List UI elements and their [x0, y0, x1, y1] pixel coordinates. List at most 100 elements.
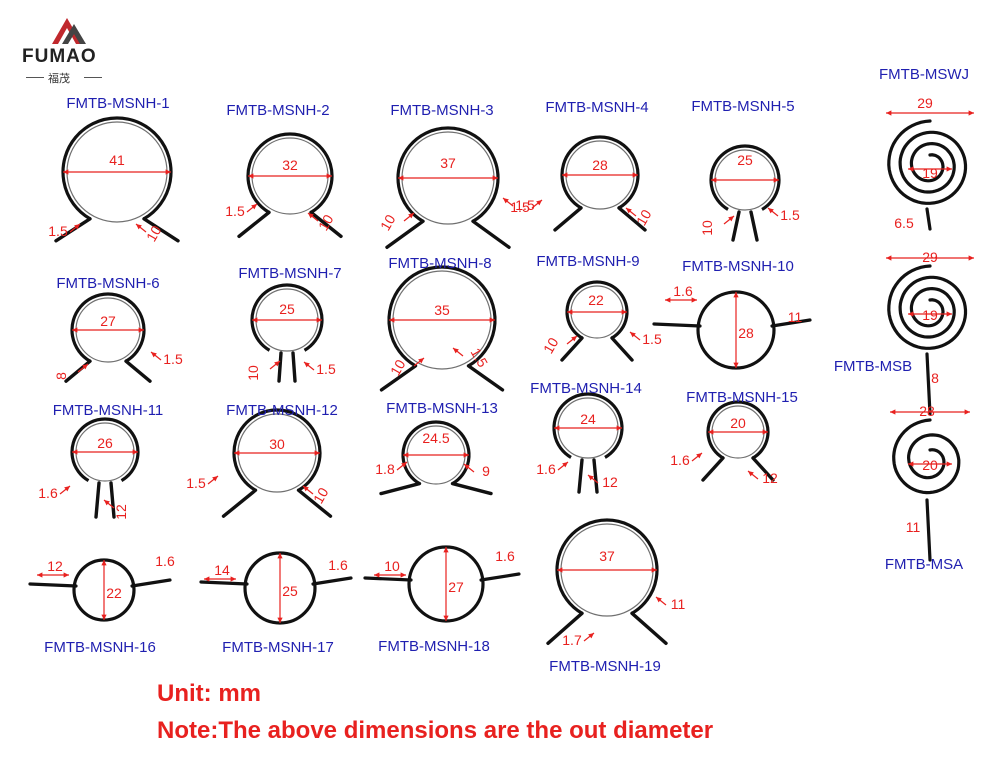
- spring-19-coil: [555, 518, 659, 615]
- spring-13-dim-1: 1.8: [375, 461, 395, 477]
- spring-9-diameter-value: 22: [588, 292, 604, 308]
- spring-12-dim-2-arrow-arrowhead: [303, 486, 309, 492]
- spring-19-dim-2: 11: [671, 596, 686, 612]
- spring-19-leg-left: [546, 611, 584, 646]
- spring-5-diameter-value: 25: [737, 152, 753, 168]
- spring-4-dim-2: 10: [633, 207, 655, 229]
- spring-15-diameter-line-arrowhead: [708, 429, 714, 435]
- spring-17-label: FMTB-MSNH-17: [222, 639, 334, 656]
- spring-fmtb-mswj-outer-diameter-value: 29: [917, 95, 933, 111]
- spring-19-diameter-line-arrowhead: [557, 567, 563, 573]
- spring-1-label: FMTB-MSNH-1: [66, 95, 169, 112]
- spring-4-dim-1-arrow-arrowhead: [536, 200, 542, 206]
- spring-fmtb-msb-tail: [925, 352, 932, 416]
- spring-fmtb-msa-outer-diameter-line-arrowhead: [890, 409, 896, 415]
- spring-8-diameter-value: 35: [434, 302, 450, 318]
- spring-5-dim-1: 10: [699, 220, 715, 236]
- spring-14-dim-2: 12: [602, 474, 618, 490]
- spring-4-leg-right: [617, 206, 647, 232]
- spring-12-leg-right: [296, 488, 333, 518]
- spring-3-leg-right: [471, 219, 511, 250]
- spring-11-diameter-value: 26: [97, 435, 113, 451]
- spring-10-dim-1-line-arrowhead: [665, 297, 671, 303]
- spring-5-dim-2: 1.5: [780, 207, 800, 223]
- spring-8-leg-left: [379, 364, 418, 392]
- spring-9-leg-left: [560, 336, 584, 362]
- spring-10-leg-right: [770, 318, 812, 328]
- spring-18-diameter-line-arrowhead: [443, 547, 449, 553]
- unit-note: Unit: mm: [157, 680, 261, 707]
- spring-17-dim-1-line-arrowhead: [204, 576, 210, 582]
- spring-7-diameter-line-arrowhead: [316, 317, 322, 323]
- logo-divider-right: [84, 77, 102, 78]
- spring-16-dim-1: 12: [47, 558, 63, 574]
- spring-5-diameter-line-arrowhead: [773, 177, 779, 183]
- spring-fmtb-msb-inner-diameter-line-arrowhead: [908, 311, 914, 317]
- spring-10-diameter-value: 28: [738, 325, 754, 341]
- spring-8-diameter-line-arrowhead: [489, 317, 495, 323]
- spring-16-diameter-line-arrowhead: [101, 614, 107, 620]
- spring-14-dim-2-arrow-arrowhead: [588, 475, 594, 481]
- spring-fmtb-msa-outer-diameter-value: 28: [919, 403, 935, 419]
- spring-fmtb-msa-inner-diameter-value: 20: [922, 457, 938, 473]
- spring-3-diameter-line-arrowhead: [492, 175, 498, 181]
- spring-2-diameter-line-arrowhead: [248, 173, 254, 179]
- spring-11-dim-2-arrow-arrowhead: [104, 500, 110, 506]
- spring-5-diameter-line-arrowhead: [711, 177, 717, 183]
- spring-14-leg-left: [577, 458, 584, 494]
- spring-2-label: FMTB-MSNH-2: [226, 102, 329, 119]
- spring-14-leg-right: [592, 458, 599, 494]
- spring-6-dim-2-arrow-arrowhead: [151, 352, 157, 358]
- spring-5-label: FMTB-MSNH-5: [691, 98, 794, 115]
- spring-7-dim-1-arrow-arrowhead: [274, 361, 280, 367]
- spring-13-dim-2-arrow-arrowhead: [464, 464, 470, 470]
- spring-fmtb-msa-tail: [925, 498, 932, 562]
- spring-11-diameter-line-arrowhead: [132, 449, 138, 455]
- spring-18-diameter-line-arrowhead: [443, 615, 449, 621]
- spring-1-diameter-line-arrowhead: [165, 169, 171, 175]
- spring-14-diameter-value: 24: [580, 411, 596, 427]
- spring-9-dim-1: 10: [540, 335, 562, 357]
- spring-13-diameter-line-arrowhead: [463, 452, 469, 458]
- spring-17-dim-1-line-arrowhead: [230, 576, 236, 582]
- spring-10-dim-1: 1.6: [673, 283, 693, 299]
- spring-fmtb-msb-tail-value: 8: [931, 370, 939, 386]
- spring-4-dim-1: 1.5: [510, 199, 530, 215]
- spring-fmtb-mswj-inner-diameter-line-arrowhead: [908, 166, 914, 172]
- spring-9-diameter-line-arrowhead: [567, 309, 573, 315]
- spring-7-leg-right: [291, 351, 297, 383]
- diameter-note: Note:The above dimensions are the out di…: [157, 717, 714, 744]
- spring-fmtb-msb-inner-diameter-line-arrowhead: [946, 311, 952, 317]
- spring-fmtb-mswj-coil: [887, 119, 968, 205]
- spring-9-diameter-line-arrowhead: [621, 309, 627, 315]
- spring-14-diameter-line-arrowhead: [554, 425, 560, 431]
- spring-7: [250, 283, 324, 383]
- spring-17-diameter-value: 25: [282, 583, 298, 599]
- spring-fmtb-mswj-inner-diameter-line-arrowhead: [946, 166, 952, 172]
- spring-12: [221, 408, 333, 518]
- spring-14-diameter-line-arrowhead: [616, 425, 622, 431]
- spring-8-label: FMTB-MSNH-8: [388, 255, 491, 272]
- spring-5-dim-2-arrow-arrowhead: [768, 208, 774, 214]
- spring-7-label: FMTB-MSNH-7: [238, 265, 341, 282]
- spring-1: [54, 116, 180, 243]
- spring-16-diameter-value: 22: [106, 585, 122, 601]
- spring-fmtb-mswj-tail: [925, 207, 932, 231]
- spring-19-dim-1-arrow-arrowhead: [588, 633, 594, 639]
- spring-1-dim-1-arrow-arrowhead: [74, 224, 80, 230]
- spring-5-coil: [709, 144, 781, 211]
- spring-6-diameter-line-arrowhead: [72, 327, 78, 333]
- spring-16-leg-right: [130, 578, 172, 588]
- spring-14-dim-1: 1.6: [536, 461, 556, 477]
- spring-fmtb-mswj-label: FMTB-MSWJ: [879, 66, 969, 83]
- spring-15-dim-2-arrow-arrowhead: [748, 471, 754, 477]
- logo-roof-red: [52, 18, 82, 44]
- spring-5: [709, 144, 781, 242]
- spring-11-leg-right: [109, 481, 116, 519]
- spring-15-diameter-value: 20: [730, 415, 746, 431]
- spring-7-dim-1: 10: [245, 365, 261, 381]
- spring-fmtb-msa-outer-diameter-line-arrowhead: [964, 409, 970, 415]
- spring-4-dim-2-arrow-arrowhead: [626, 208, 632, 214]
- spring-19: [546, 518, 668, 646]
- spring-6-leg-left: [64, 359, 92, 383]
